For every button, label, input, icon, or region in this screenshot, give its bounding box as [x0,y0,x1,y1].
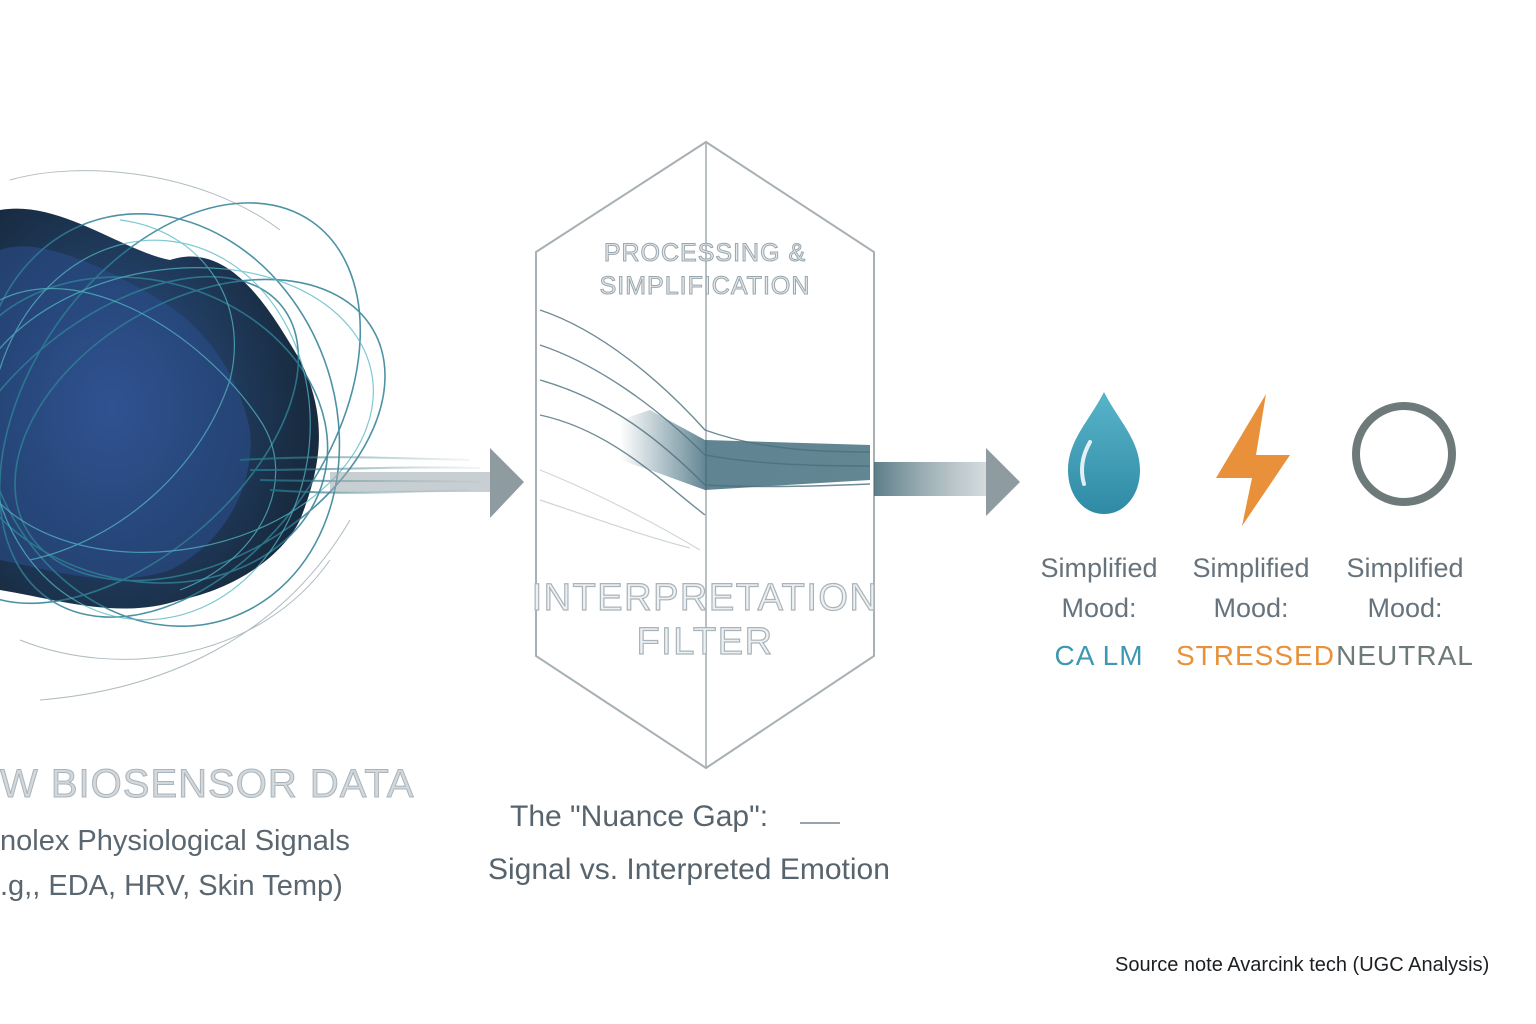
lightning-bolt-icon [1216,394,1290,526]
mood-label: Simplified [1192,553,1310,583]
mood-label: Simplified [1346,553,1464,583]
drop-highlight [1080,440,1092,486]
filter-stage-label-2: SIMPLIFICATION [599,272,811,301]
filter-stage-label: PROCESSING & [603,239,807,268]
raw-signal-tangle [0,170,386,701]
mood-label: Mood: [1367,593,1443,623]
water-drop-icon [1068,392,1140,514]
arrow-to-filter [330,448,524,518]
source-title: W BIOSENSOR DATA [0,762,415,807]
mood-stressed: Simplified Mood: STRESSED [1176,548,1335,672]
circle-icon [1352,402,1456,506]
arrow-to-moods [874,448,1020,516]
nuance-gap-title: The "Nuance Gap": [510,800,769,833]
mood-label: Mood: [1061,593,1137,623]
mood-value-stressed: STRESSED [1176,640,1335,671]
divider-dash [800,822,840,824]
source-note: Source note Avarcink tech (UGC Analysis) [1115,954,1490,976]
source-examples: .g,, EDA, HRV, Skin Temp) [0,870,343,902]
mood-label: Simplified [1040,553,1158,583]
interpretation-filter-prism [535,140,875,770]
mood-neutral: Simplified Mood: NEUTRAL [1330,548,1480,672]
filter-title-2: FILTER [636,620,774,663]
nuance-gap-subtitle: Signal vs. Interpreted Emotion [488,853,890,886]
source-description: nolex Physiological Signals [0,825,350,857]
mood-label: Mood: [1213,593,1289,623]
mood-value-neutral: NEUTRAL [1336,640,1474,671]
filter-title: INTERPRETATION [531,576,879,619]
mood-calm: Simplified Mood: CA LM [1024,548,1174,672]
mood-value-calm: CA LM [1054,640,1144,671]
